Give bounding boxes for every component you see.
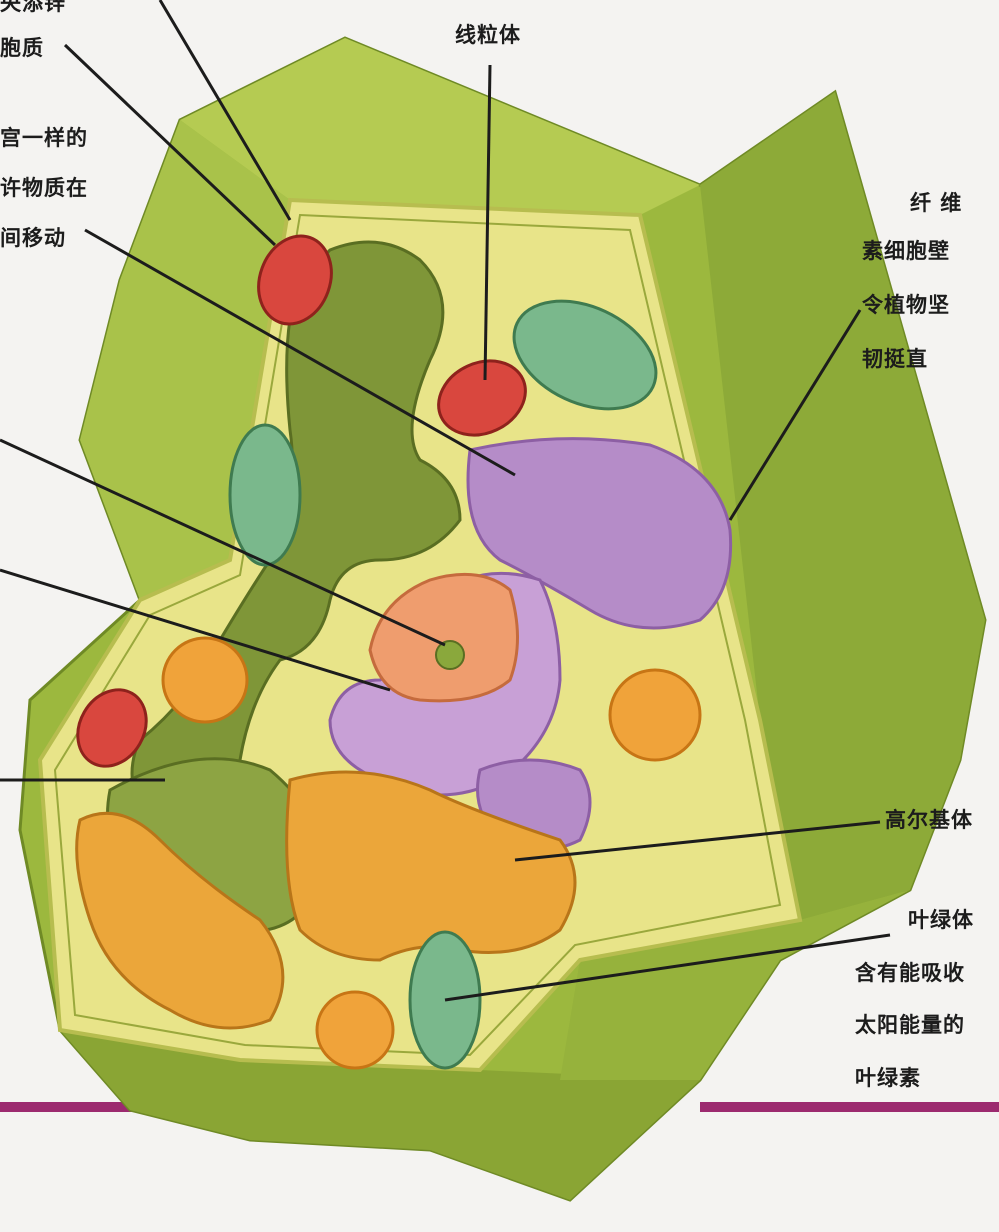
label-top-left-2: 胞质: [0, 25, 44, 71]
label-chloroplast-2: 含有能吸收: [855, 950, 965, 996]
label-cell-wall-3: 令植物坚: [862, 282, 950, 328]
spherosome-2: [610, 670, 700, 760]
spherosome-1: [163, 638, 247, 722]
chloroplast-left: [230, 425, 300, 565]
label-cell-wall-4: 韧挺直: [862, 336, 928, 382]
nucleolus: [436, 641, 464, 669]
label-golgi: 高尔基体: [885, 797, 973, 843]
label-cytoplasm-3: 间移动: [0, 215, 66, 261]
label-top-left-1: 央添锌: [0, 0, 66, 26]
label-chloroplast-4: 叶绿素: [855, 1055, 921, 1101]
label-chloroplast-1: 叶绿体: [908, 897, 974, 943]
label-cell-wall-2: 素细胞壁: [862, 228, 950, 274]
label-cell-wall-1: 纤 维: [910, 180, 962, 226]
label-chloroplast-3: 太阳能量的: [855, 1002, 965, 1048]
label-mitochondria: 线粒体: [455, 12, 521, 58]
label-cytoplasm-2: 许物质在: [0, 165, 88, 211]
label-cytoplasm-1: 宫一样的: [0, 115, 88, 161]
divider-right: [700, 1102, 999, 1112]
spherosome-3: [317, 992, 393, 1068]
